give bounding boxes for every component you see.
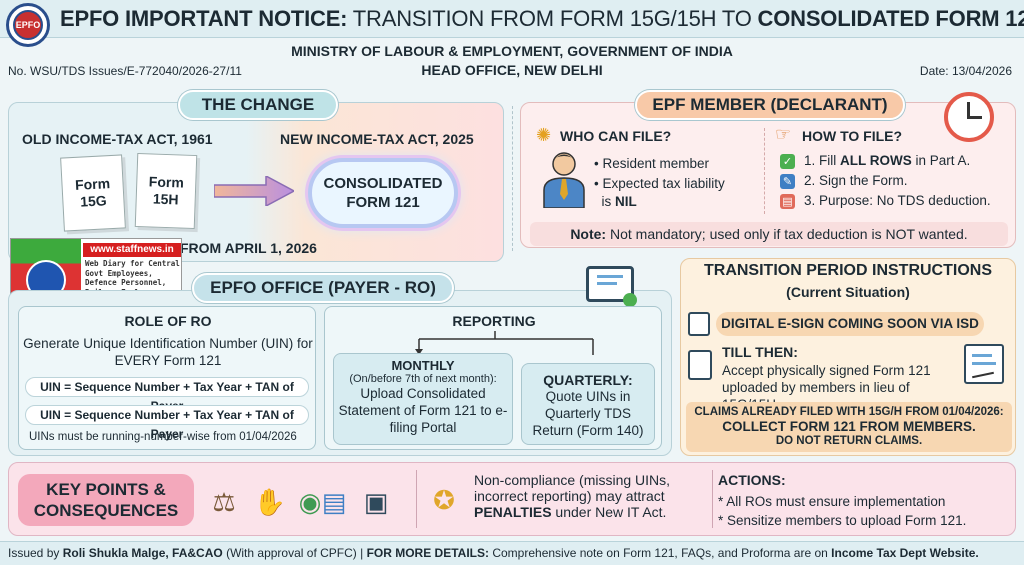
- noncompliance-text: Non-compliance (missing UINs, incorrect …: [474, 472, 710, 520]
- member-note-label: Note:: [570, 226, 607, 242]
- change-title: THE CHANGE: [178, 90, 338, 120]
- till-then-label: TILL THEN:: [722, 344, 798, 360]
- check-icon: ✓: [780, 154, 795, 169]
- who-tax-liability: • Expected tax liability is NIL: [594, 175, 764, 211]
- more-details-label: FOR MORE DETAILS:: [366, 546, 489, 560]
- how-step-1-c: in Part A.: [911, 153, 971, 168]
- divider: [512, 106, 513, 251]
- coins-icon: ✪: [433, 485, 455, 515]
- gavel-icon: ⚖: [212, 487, 236, 517]
- office-name: HEAD OFFICE, NEW DELHI: [421, 62, 603, 78]
- monthly-text: Upload Consolidated Statement of Form 12…: [338, 386, 508, 435]
- divider: [764, 128, 765, 214]
- arrow-right-icon: [214, 176, 294, 206]
- claims-line-1: CLAIMS ALREADY FILED WITH 15G/H FROM 01/…: [694, 406, 1004, 418]
- ministry-name: MINISTRY OF LABOUR & EMPLOYMENT, GOVERNM…: [291, 43, 733, 59]
- uin-formula: UIN = Sequence Number + Tax Year + TAN o…: [25, 377, 309, 413]
- monthly-subtitle: (On/before 7th of next month):: [349, 373, 497, 385]
- how-step-1: 1. Fill ALL ROWS in Part A.: [804, 153, 970, 168]
- action-item: * All ROs must ensure implementation: [718, 494, 946, 509]
- pointing-hand-icon: ☞: [775, 124, 792, 144]
- role-title: ROLE OF RO: [124, 313, 212, 329]
- notice-date: Date: 13/04/2026: [919, 64, 1012, 78]
- monitor-icon: ▣: [363, 487, 389, 517]
- quarterly-title: QUARTERLY:: [543, 372, 633, 388]
- branch-arrow-icon: [415, 331, 594, 355]
- form-15g-label: Form 15G: [74, 175, 111, 210]
- bulb-icon: ✺: [536, 125, 552, 145]
- coins-icon: ◉: [298, 487, 322, 517]
- form-15g-icon: Form 15G: [60, 154, 126, 232]
- how-step-1-b: ALL ROWS: [840, 153, 912, 168]
- how-step-1-a: 1. Fill: [804, 153, 841, 168]
- reference-number: No. WSU/TDS Issues/E-772040/2026-27/11: [8, 64, 242, 78]
- staffnews-url: www.staffnews.in: [83, 243, 181, 257]
- who-can-file-title: WHO CAN FILE?: [560, 128, 672, 144]
- esign-notice: DIGITAL E-SIGN COMING SOON VIA ISD: [716, 312, 984, 336]
- footer-bar: Issued by Roli Shukla Malge, FA&CAO (Wit…: [0, 541, 1024, 565]
- transition-subtitle: (Current Situation): [786, 284, 910, 300]
- issuer-name: Roli Shukla Malge, FA&CAO: [62, 546, 223, 560]
- noncompliance-body: Non-compliance (missing UINs, incorrect …: [474, 472, 671, 504]
- header-bar: [0, 0, 1024, 38]
- divider: [416, 470, 417, 528]
- document-icon: [688, 350, 712, 380]
- member-note-text: Not mandatory; used only if tax deductio…: [606, 226, 968, 242]
- penalties-tail: under New IT Act.: [551, 504, 667, 520]
- actions-title: ACTIONS:: [718, 472, 786, 488]
- penalties-label: PENALTIES: [474, 504, 552, 520]
- approval-text: (With approval of CPFC) |: [222, 546, 367, 560]
- key-points-label: KEY POINTS & CONSEQUENCES: [18, 474, 194, 526]
- reporting-title: REPORTING: [452, 313, 536, 329]
- who-tax-liability-a: • Expected tax liability: [594, 176, 725, 191]
- consolidated-form-121: CONSOLIDATED FORM 121: [308, 158, 458, 228]
- page-title: EPFO IMPORTANT NOTICE: TRANSITION FROM F…: [60, 6, 1024, 32]
- title-end: CONSOLIDATED FORM 121: [757, 6, 1024, 31]
- title-mid: TRANSITION FROM FORM 15G/15H TO: [347, 6, 758, 31]
- old-act-label: OLD INCOME-TAX ACT, 1961: [22, 131, 213, 147]
- quarterly-reporting: QUARTERLY: Quote UINs in Quarterly TDS R…: [521, 363, 655, 445]
- action-item: * Sensitize members to upload Form 121.: [718, 513, 967, 528]
- transition-title: TRANSITION PERIOD INSTRUCTIONS: [703, 262, 992, 279]
- office-title: EPFO OFFICE (PAYER - RO): [192, 273, 454, 303]
- claims-line-3: DO NOT RETURN CLAIMS.: [775, 435, 923, 447]
- person-icon: [543, 152, 585, 208]
- uin-note: UINs must be running-number-wise from 01…: [29, 431, 297, 443]
- document-icon: ▤: [321, 487, 347, 517]
- monitor-icon: [586, 266, 637, 307]
- title-bold: EPFO IMPORTANT NOTICE:: [60, 6, 348, 31]
- reporting-box: REPORTING MONTHLY (On/before 7th of next…: [324, 306, 662, 450]
- claims-line-2: COLLECT FORM 121 FROM MEMBERS.: [722, 419, 976, 434]
- issued-prefix: Issued by: [8, 546, 63, 560]
- how-to-file-title: HOW TO FILE?: [802, 128, 903, 144]
- new-act-label: NEW INCOME-TAX ACT, 2025: [280, 131, 474, 147]
- how-step-3: 3. Purpose: No TDS deduction.: [804, 193, 991, 208]
- pencil-icon: [688, 312, 710, 336]
- claims-notice: CLAIMS ALREADY FILED WITH 15G/H FROM 01/…: [686, 402, 1012, 452]
- who-tax-liability-nil: NIL: [615, 194, 637, 209]
- income-tax-site: Income Tax Dept Website.: [831, 546, 979, 560]
- document-icon: ▤: [780, 194, 795, 209]
- more-details-text: Comprehensive note on Form 121, FAQs, an…: [489, 546, 832, 560]
- uin-formula: UIN = Sequence Number + Tax Year + TAN o…: [25, 405, 309, 441]
- monthly-reporting: MONTHLY (On/before 7th of next month): U…: [333, 353, 513, 445]
- quarterly-text: Quote UINs in Quarterly TDS Return (Form…: [532, 389, 644, 438]
- role-of-ro-box: ROLE OF RO Generate Unique Identificatio…: [18, 306, 316, 450]
- pencil-icon: ✎: [780, 174, 795, 189]
- handshake-icon: ✋: [253, 487, 287, 517]
- how-step-2: 2. Sign the Form.: [804, 173, 908, 188]
- role-description: Generate Unique Identification Number (U…: [23, 336, 313, 368]
- clock-icon: [944, 92, 994, 142]
- effective-date: FROM APRIL 1, 2026: [180, 240, 317, 256]
- epfo-logo-icon: EPFO: [6, 3, 50, 47]
- monthly-title: MONTHLY: [391, 358, 455, 373]
- signature-icon: [964, 344, 1004, 384]
- form-15h-icon: Form 15H: [134, 152, 198, 230]
- form-15h-label: Form 15H: [148, 173, 185, 208]
- divider: [712, 470, 713, 528]
- who-tax-liability-b: is: [601, 194, 616, 209]
- who-resident-member: • Resident member: [594, 156, 710, 171]
- member-note: Note: Not mandatory; used only if tax de…: [530, 222, 1008, 246]
- member-title: EPF MEMBER (DECLARANT): [635, 90, 905, 120]
